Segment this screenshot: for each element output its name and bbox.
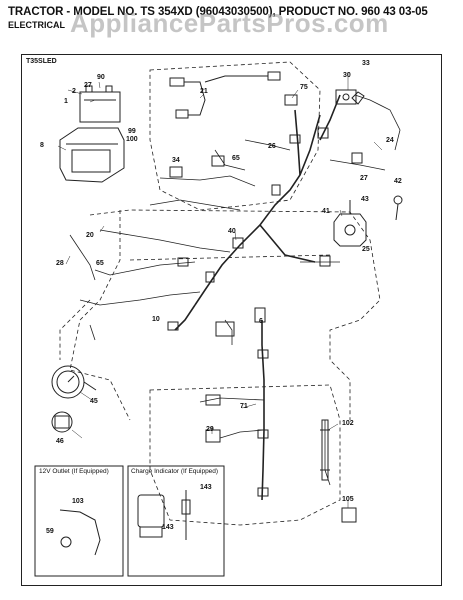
ignition-harness-top [169, 71, 281, 119]
headlight-bulb [205, 429, 221, 443]
callout-143a: 143 [200, 484, 212, 491]
callout-21: 21 [200, 88, 208, 95]
callout-75: 75 [300, 84, 308, 91]
callout-29: 29 [206, 426, 214, 433]
callout-45: 45 [90, 398, 98, 405]
callout-20: 20 [86, 232, 94, 239]
inset-outlet-title: 12V Outlet (If Equipped) [39, 468, 109, 475]
inset-charge-title: Charge Indicator (If Equipped) [131, 468, 219, 475]
callout-26: 26 [268, 143, 276, 150]
leader-lines [57, 72, 383, 508]
diagram-frame [21, 54, 442, 586]
callout-30: 30 [343, 72, 351, 79]
callout-71: 71 [240, 403, 248, 410]
diagram-subtitle: ELECTRICAL [8, 20, 65, 30]
callout-25: 25 [362, 246, 370, 253]
callout-24: 24 [386, 137, 394, 144]
lamp-switch [169, 155, 225, 178]
callout-2: 2 [72, 88, 76, 95]
callout-1: 1 [64, 98, 68, 105]
rear-harness [261, 320, 265, 501]
callout-46: 46 [56, 438, 64, 445]
solenoid [333, 200, 367, 247]
callout-59: 59 [46, 528, 54, 535]
callout-105: 105 [342, 496, 354, 503]
callout-43: 43 [361, 196, 369, 203]
tractor-outline [59, 61, 381, 526]
callout-65a: 65 [232, 155, 240, 162]
callout-27b: 27 [360, 175, 368, 182]
callout-34: 34 [172, 157, 180, 164]
callout-27: 27 [84, 82, 92, 89]
callout-41: 41 [322, 208, 330, 215]
main-harness [174, 94, 341, 331]
battery [79, 85, 121, 123]
callout-42: 42 [394, 178, 402, 185]
callout-6: 6 [259, 318, 263, 325]
callout-40: 40 [228, 228, 236, 235]
harness-connectors [167, 94, 363, 497]
pto-switch [341, 507, 357, 523]
callout-103: 103 [72, 498, 84, 505]
battery-tray [59, 127, 125, 183]
diagram-title: TRACTOR - MODEL NO. TS 354XD (9604303050… [8, 6, 428, 18]
callout-10: 10 [152, 316, 160, 323]
callout-100: 100 [126, 136, 138, 143]
inset-outlet [34, 465, 124, 577]
callout-90: 90 [97, 74, 105, 81]
model-tag: T35SLED [26, 58, 57, 65]
callout-8: 8 [40, 142, 44, 149]
ignition-switch [335, 89, 357, 105]
callout-99: 99 [128, 128, 136, 135]
callout-65b: 65 [96, 260, 104, 267]
inset-charge [127, 465, 225, 577]
hour-meter [51, 365, 97, 399]
callout-33: 33 [362, 60, 370, 67]
ground-terminal [393, 195, 403, 221]
lamp-socket [51, 411, 73, 433]
callout-143b: 143 [162, 524, 174, 531]
fuse-holder [351, 91, 365, 105]
watermark: AppliancePartsPros.com [70, 8, 389, 38]
page-header: TRACTOR - MODEL NO. TS 354XD (9604303050… [4, 2, 459, 30]
callout-28: 28 [56, 260, 64, 267]
callout-102: 102 [342, 420, 354, 427]
